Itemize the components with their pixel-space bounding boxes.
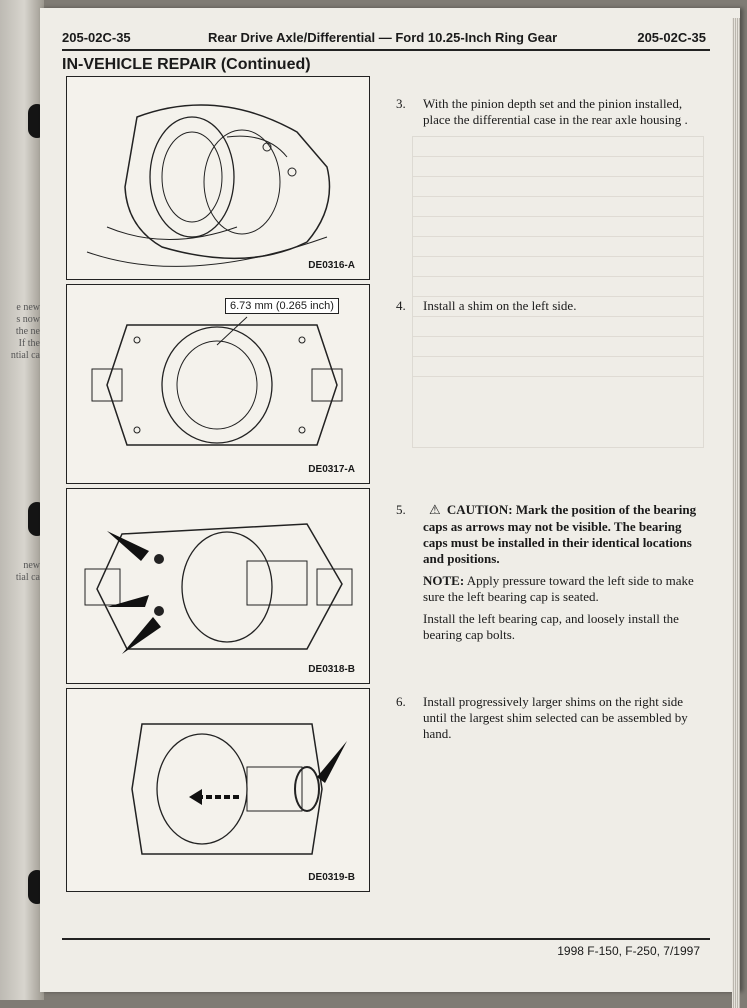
figure-id: DE0316-A	[308, 260, 355, 271]
section-title: IN-VEHICLE REPAIR (Continued)	[62, 56, 311, 73]
caution-text: Mark the position of the bearing caps as…	[423, 502, 697, 566]
page-code-left: 205-02C-35	[62, 30, 131, 45]
note-text: Apply pressure toward the left side to m…	[423, 573, 694, 604]
page-header-title: Rear Drive Axle/Differential — Ford 10.2…	[208, 30, 558, 45]
caution-label: CAUTION:	[446, 502, 513, 517]
figure-id: DE0317-A	[308, 464, 355, 475]
step-body: ⚠ CAUTION: Mark the position of the bear…	[423, 502, 698, 649]
step-text: Install the left bearing cap, and loosel…	[423, 611, 679, 642]
step-number: 3.	[396, 96, 406, 111]
step-text: Install a shim on the left side.	[423, 298, 577, 313]
step-text: Install progressively larger shims on th…	[423, 694, 688, 741]
figure-id: DE0319-B	[308, 872, 355, 883]
footer-rule	[62, 938, 710, 940]
arrow-icon	[107, 531, 149, 561]
arrow-icon	[107, 595, 149, 607]
note-label: NOTE:	[423, 573, 465, 588]
page-stack-edge	[732, 18, 740, 1008]
binder-spine	[0, 0, 46, 1000]
arrow-icon	[122, 617, 161, 654]
figure-left-shim-install: 6.73 mm (0.265 inch) DE0317-A	[66, 284, 370, 484]
header-rule	[62, 49, 710, 51]
note-block: NOTE: Apply pressure toward the left sid…	[423, 573, 698, 605]
page-footer: 1998 F-150, F-250, 7/1997	[557, 944, 700, 958]
page-code-right: 205-02C-35	[637, 30, 706, 45]
manual-page: 205-02C-35 Rear Drive Axle/Differential …	[40, 8, 740, 1008]
step-number: 4.	[396, 298, 406, 313]
differential-case-illustration	[86, 104, 331, 267]
shim-measurement-label: 6.73 mm (0.265 inch)	[225, 298, 339, 314]
arrow-icon	[189, 789, 202, 805]
shim-illustration	[91, 316, 343, 446]
figure-differential-case-placement: DE0316-A	[66, 76, 370, 280]
show-through-table	[412, 136, 704, 448]
bearing-cap-illustration	[84, 523, 353, 654]
figure-id: DE0318-B	[308, 664, 355, 675]
step-number: 5.	[396, 502, 406, 517]
caution-triangle-icon: ⚠	[429, 503, 441, 518]
step-text: With the pinion depth set and the pinion…	[423, 96, 688, 127]
figure-right-shim-install: DE0319-B	[66, 688, 370, 892]
caution-block: ⚠ CAUTION: Mark the position of the bear…	[423, 502, 698, 567]
figure-bearing-cap-install: DE0318-B	[66, 488, 370, 684]
step-number: 6.	[396, 694, 406, 709]
right-shim-illustration	[131, 723, 347, 855]
arrow-icon	[317, 741, 347, 783]
